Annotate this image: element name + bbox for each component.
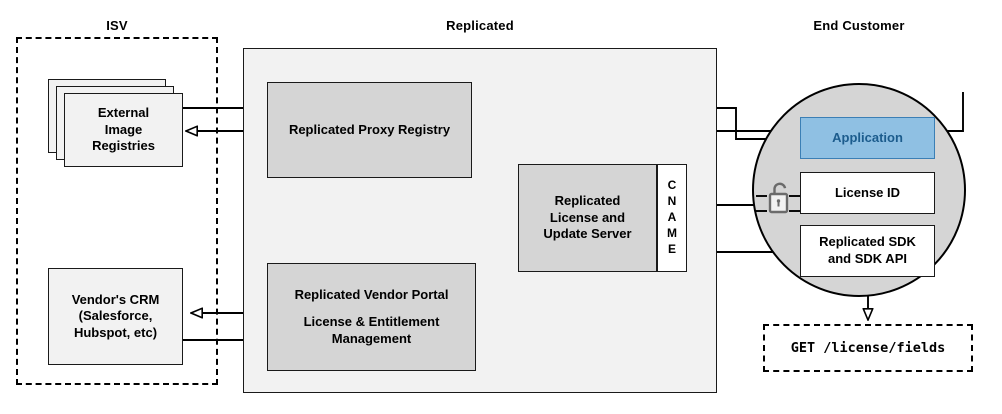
vendors-crm[interactable]: Vendor's CRM (Salesforce, Hubspot, etc): [48, 268, 183, 365]
registries-line-2: Image: [104, 121, 143, 137]
vendor-portal-line-3: Management: [331, 330, 412, 346]
replicated-vendor-portal[interactable]: Replicated Vendor Portal License & Entit…: [267, 263, 476, 371]
license-server-line-2: License and: [549, 209, 626, 225]
license-id[interactable]: License ID: [800, 172, 935, 214]
replicated-sdk[interactable]: Replicated SDK and SDK API: [800, 225, 935, 277]
application[interactable]: Application: [800, 117, 935, 159]
cname-strip: C N A M E: [657, 164, 687, 272]
crm-line-3: Hubspot, etc): [73, 324, 158, 340]
license-server-line-1: Replicated: [554, 193, 621, 209]
vendor-portal-line-2: License & Entitlement: [303, 314, 440, 330]
end-customer-title: End Customer: [813, 18, 905, 33]
sdk-line-1: Replicated SDK: [819, 234, 916, 250]
cname-letter-3: M: [667, 225, 677, 240]
crm-line-1: Vendor's CRM: [71, 291, 160, 307]
replicated-proxy-registry[interactable]: Replicated Proxy Registry: [267, 82, 472, 178]
replicated-title: Replicated: [446, 18, 514, 33]
isv-title: ISV: [106, 18, 128, 33]
cname-letter-4: E: [667, 241, 676, 256]
license-id-label: License ID: [834, 184, 901, 200]
vendor-portal-line-1: Replicated Vendor Portal: [294, 286, 449, 302]
api-call-text: GET /license/fields: [790, 340, 946, 356]
cname-letter-0: C: [667, 178, 677, 193]
registries-line-1: External: [97, 105, 150, 121]
sdk-line-2: and SDK API: [828, 251, 907, 266]
application-label: Application: [832, 129, 903, 145]
api-call-box: GET /license/fields: [763, 324, 973, 372]
isv-boundary: [16, 37, 218, 385]
replicated-license-update-server[interactable]: Replicated License and Update Server: [518, 164, 657, 272]
cname-letter-2: A: [667, 210, 677, 225]
crm-line-2: (Salesforce,: [78, 308, 153, 324]
registries-line-3: Registries: [92, 138, 155, 154]
cname-letter-1: N: [667, 194, 677, 209]
license-server-line-3: Update Server: [543, 226, 632, 242]
vendor-portal-spacer: [274, 303, 469, 314]
external-image-registries[interactable]: External Image Registries: [64, 93, 183, 167]
proxy-registry-label: Replicated Proxy Registry: [288, 121, 451, 137]
